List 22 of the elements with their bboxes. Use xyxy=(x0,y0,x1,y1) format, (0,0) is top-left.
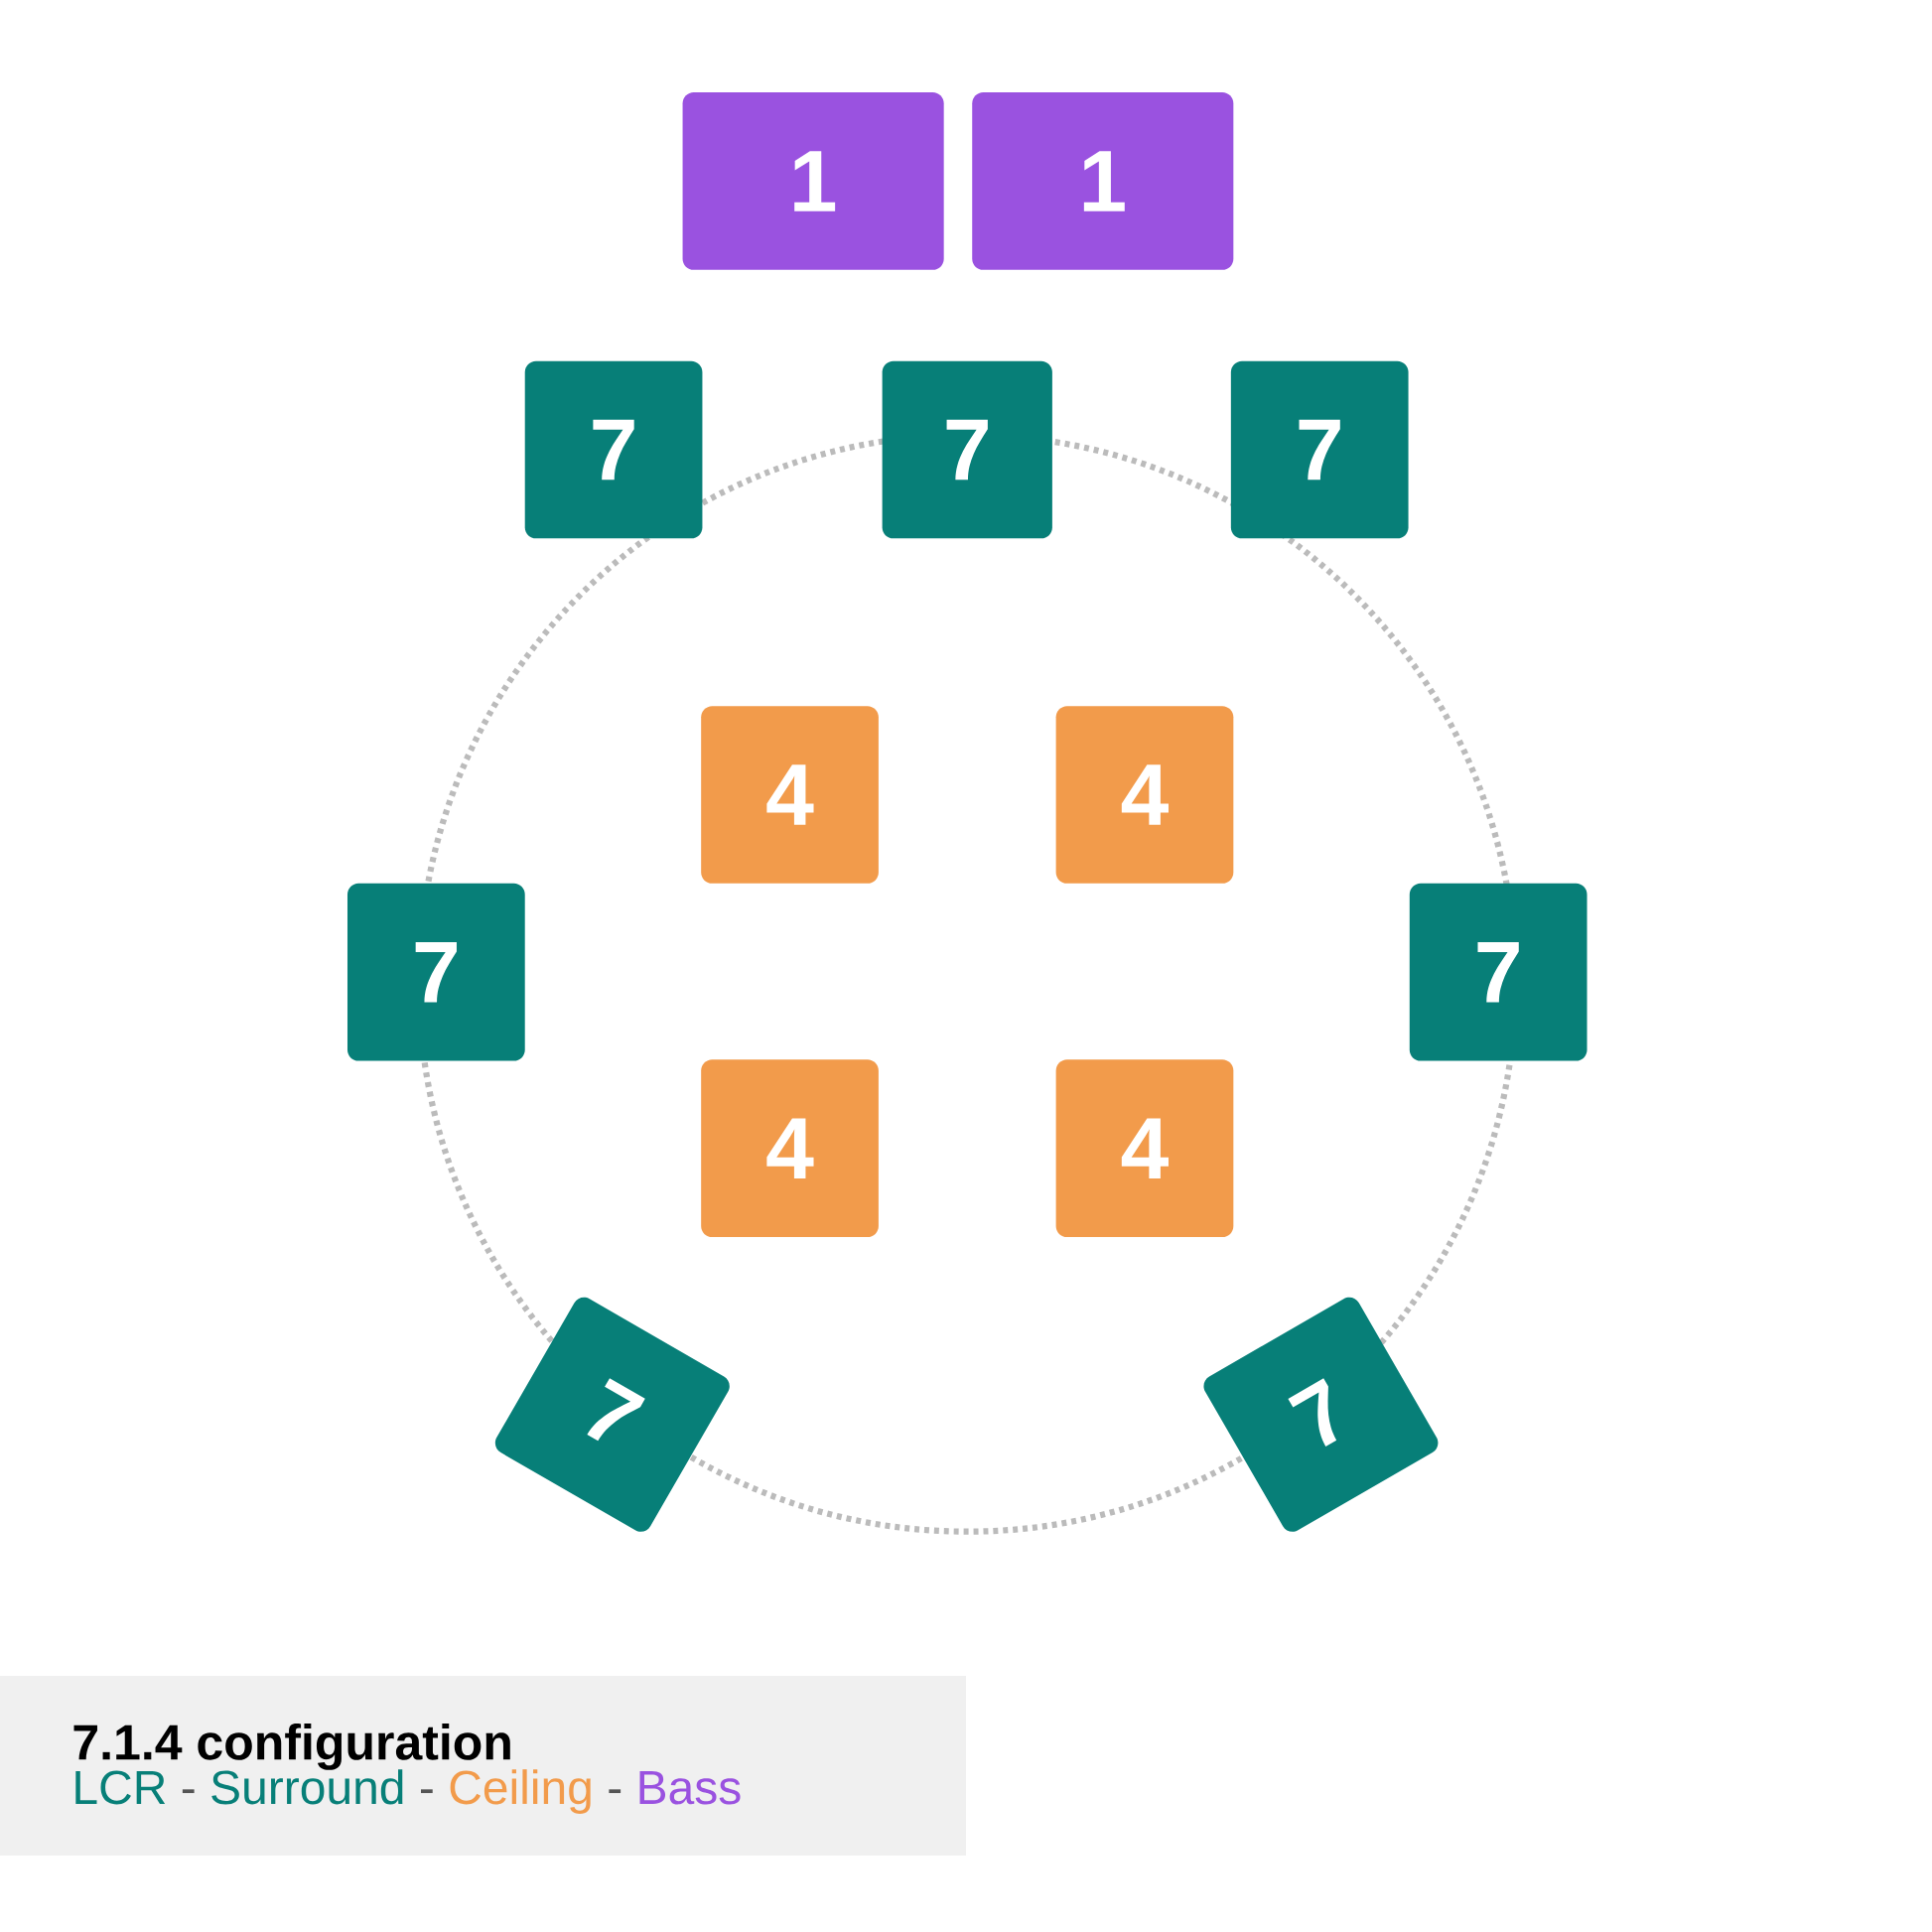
surround-speaker-box: 7 xyxy=(494,1297,730,1532)
ceiling-speaker-box: 4 xyxy=(701,706,879,884)
ceiling-speaker-box: 4 xyxy=(701,1059,879,1238)
label: - xyxy=(420,1789,433,1794)
legend-label: LCR xyxy=(75,1770,166,1805)
surround-speaker-box: 7 xyxy=(882,360,1052,539)
surround-speaker-box: 7 xyxy=(1203,1297,1439,1532)
bass-speaker-box: 1 xyxy=(972,92,1234,270)
label: - xyxy=(182,1789,195,1794)
surround-speaker-box: 7 xyxy=(1409,883,1587,1061)
bass-speaker-box: 1 xyxy=(682,92,944,270)
ceiling-speaker-box: 4 xyxy=(1055,706,1234,884)
legend-label: Bass xyxy=(639,1770,741,1805)
legend-label: Ceiling xyxy=(450,1769,591,1814)
surround-speaker-box: 7 xyxy=(1230,360,1409,539)
surround-speaker-box: 7 xyxy=(347,883,525,1061)
legend-title: 7.1.4 configuration xyxy=(73,1724,510,1770)
legend-label: Surround xyxy=(211,1769,403,1805)
ceiling-speaker-box: 4 xyxy=(1055,1059,1234,1238)
label: - xyxy=(609,1789,621,1794)
legend-line: LCR - Surround - Ceiling - Bass xyxy=(75,1769,741,1814)
surround-speaker-box: 7 xyxy=(524,360,703,539)
